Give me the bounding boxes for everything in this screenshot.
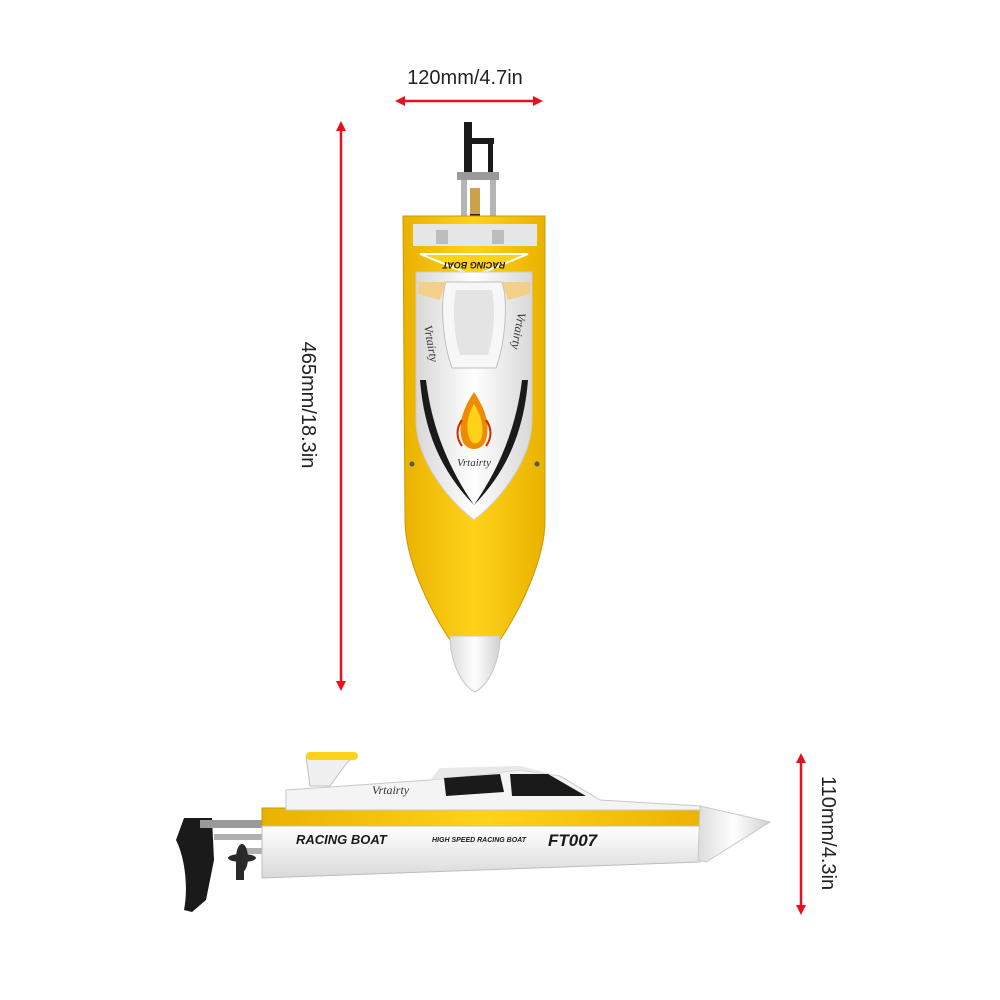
left-stripe xyxy=(420,380,474,505)
cabin-window-1 xyxy=(444,774,504,796)
height-label: 110mm/4.3in xyxy=(817,776,839,890)
side-brand: Vrtairty xyxy=(372,783,410,797)
length-label: 465mm/18.3in xyxy=(297,342,319,469)
brand-right: Vrtairty xyxy=(508,311,528,351)
top-decal-text: RACING BOAT xyxy=(441,260,505,270)
side-fin xyxy=(305,755,356,787)
brand-center: Vrtairty xyxy=(457,457,491,469)
length-dimension: 465mm/18.3in xyxy=(297,121,346,691)
height-dimension: 110mm/4.3in xyxy=(796,753,839,915)
side-model-label: FT007 xyxy=(548,831,599,850)
side-hull-label: RACING BOAT xyxy=(296,832,388,847)
side-hull-white xyxy=(261,825,713,879)
racing-boat-decal xyxy=(419,253,529,278)
brand-left: Vrtairty xyxy=(421,324,441,364)
right-stripe xyxy=(474,380,528,505)
cabin-window-2 xyxy=(510,774,586,796)
stern-plate xyxy=(413,224,537,246)
fin-cap xyxy=(306,752,358,760)
nose-cone-side xyxy=(697,805,772,863)
side-rudder-assembly xyxy=(176,818,268,912)
side-tagline: HIGH SPEED RACING BOAT xyxy=(432,837,527,844)
width-dimension: 120mm/4.7in xyxy=(395,67,543,106)
flame-logo xyxy=(456,392,492,449)
boat-side-view: RACING BOAT HIGH SPEED RACING BOAT FT007… xyxy=(176,752,772,912)
width-label: 120mm/4.7in xyxy=(407,67,523,89)
nose-cone-top xyxy=(449,635,501,693)
boat-top-view: RACING BOAT Vrtairty Vrtairty Vrtairty xyxy=(402,122,546,693)
